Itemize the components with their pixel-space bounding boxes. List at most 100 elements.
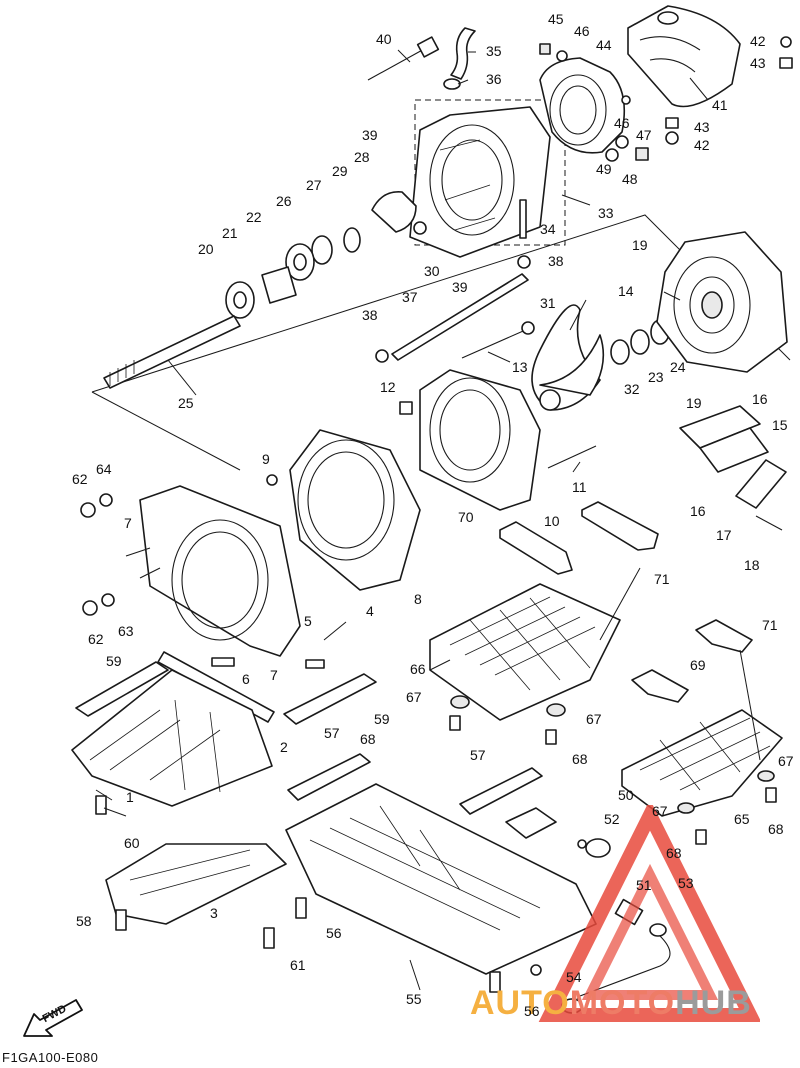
bracket-71 [581, 501, 659, 551]
callout: 69 [690, 657, 706, 673]
callout: 36 [486, 71, 502, 87]
callout: 7 [270, 667, 278, 683]
callout: 45 [548, 11, 564, 27]
callout: 42 [694, 137, 710, 153]
callout: 9 [262, 451, 270, 467]
callout: 68 [768, 821, 784, 837]
callout: 15 [772, 417, 788, 433]
callout: 48 [622, 171, 638, 187]
callout: 10 [544, 513, 560, 529]
mount-59-left [75, 661, 169, 717]
callout: 54 [566, 969, 582, 985]
cover-plate-15 [679, 405, 787, 531]
callout: 44 [596, 37, 612, 53]
callout: 57 [324, 725, 340, 741]
watermark-text: AUTOMOTOHUB [470, 984, 752, 1022]
callout: 4 [366, 603, 374, 619]
mount-59-right [283, 673, 377, 725]
shaft-assembly [103, 191, 427, 389]
bolt-56-left [295, 897, 307, 919]
callout: 38 [362, 307, 378, 323]
callout: 58 [76, 913, 92, 929]
callout: 40 [376, 31, 392, 47]
callout: 2 [280, 739, 288, 755]
callout: 37 [402, 289, 418, 305]
callout: 43 [694, 119, 710, 135]
mount-57-right [459, 767, 543, 815]
seals [610, 319, 670, 365]
callout: 6 [242, 671, 250, 687]
strip-2 [157, 651, 275, 723]
bracket-70 [499, 521, 573, 575]
callout: 62 [88, 631, 104, 647]
callout: 50 [618, 787, 634, 803]
callout: 33 [598, 205, 614, 221]
callout: 1 [126, 789, 134, 805]
bolt-61 [263, 927, 275, 949]
callout: 28 [354, 149, 370, 165]
nozzle-41 [627, 5, 741, 108]
callout: 67 [652, 803, 668, 819]
callout: 20 [198, 241, 214, 257]
fwd-arrow-icon [23, 999, 83, 1037]
callout: 19 [632, 237, 648, 253]
callout: 7 [124, 515, 132, 531]
callout: 39 [452, 279, 468, 295]
callout: 57 [470, 747, 486, 763]
callout: 49 [596, 161, 612, 177]
callout: 31 [540, 295, 556, 311]
callout: 24 [670, 359, 686, 375]
callout: 59 [374, 711, 390, 727]
callout: 41 [712, 97, 728, 113]
callout: 67 [586, 711, 602, 727]
housing-10 [419, 369, 597, 511]
callout: 19 [686, 395, 702, 411]
callout: 34 [540, 221, 556, 237]
mount-57-left [287, 753, 371, 801]
callout: 56 [326, 925, 342, 941]
callout: 29 [332, 163, 348, 179]
callout: 46 [574, 23, 590, 39]
callout: 46 [614, 115, 630, 131]
guard-3 [105, 843, 287, 925]
callout: 66 [410, 661, 426, 677]
frame-1 [71, 669, 273, 807]
intake-housing-4 [80, 485, 325, 669]
callout: 67 [778, 753, 794, 769]
callout: 16 [752, 391, 768, 407]
callout: 11 [572, 479, 587, 495]
callout: 62 [72, 471, 88, 487]
callout: 25 [178, 395, 194, 411]
callout: 26 [276, 193, 292, 209]
callout: 30 [424, 263, 440, 279]
mounts-67-68 [449, 695, 566, 745]
callout: 63 [118, 623, 134, 639]
nozzle-ring-44 [539, 57, 626, 154]
ride-plate-55 [285, 783, 597, 993]
callout: 68 [666, 845, 682, 861]
callout: 60 [124, 835, 140, 851]
callout: 23 [648, 369, 664, 385]
callout: 47 [636, 127, 652, 143]
callout: 22 [246, 209, 262, 225]
callout: 61 [290, 957, 306, 973]
callout: 35 [486, 43, 502, 59]
callout: 71 [654, 571, 670, 587]
callout: 42 [750, 33, 766, 49]
group-frame-left [91, 391, 241, 471]
callout: 39 [362, 127, 378, 143]
callout: 56 [524, 1003, 540, 1019]
callout: 12 [380, 379, 396, 395]
leader-lines [95, 49, 761, 991]
callout: 32 [624, 381, 640, 397]
callout: 55 [406, 991, 422, 1007]
callout: 27 [306, 177, 322, 193]
callout: 70 [458, 509, 474, 525]
callout: 43 [750, 55, 766, 71]
callout: 18 [744, 557, 760, 573]
hardware-set [539, 36, 793, 162]
clamp-36 [443, 78, 461, 90]
callout: 59 [106, 653, 122, 669]
callout: 67 [406, 689, 422, 705]
